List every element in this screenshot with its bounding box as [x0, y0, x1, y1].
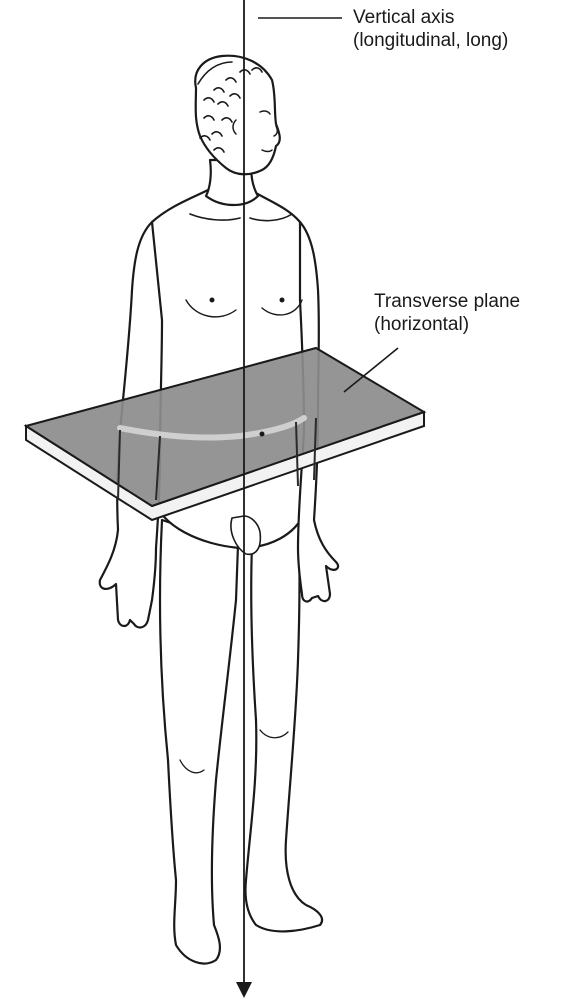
- navel-marker: [260, 432, 265, 437]
- vertical-axis-label-line1: Vertical axis: [353, 6, 508, 29]
- nipple: [210, 298, 215, 303]
- transverse-plane-label-line1: Transverse plane: [374, 290, 520, 313]
- nipple: [280, 298, 285, 303]
- vertical-axis-label-line2: (longitudinal, long): [353, 29, 508, 52]
- transverse-plane-label: Transverse plane (horizontal): [374, 290, 520, 336]
- transverse-plane: [26, 348, 424, 520]
- left-leg: [160, 520, 238, 964]
- vertical-axis-label: Vertical axis (longitudinal, long): [353, 6, 508, 52]
- vertical-axis-arrowhead: [236, 982, 252, 998]
- transverse-plane-label-line2: (horizontal): [374, 313, 520, 336]
- head: [195, 56, 280, 175]
